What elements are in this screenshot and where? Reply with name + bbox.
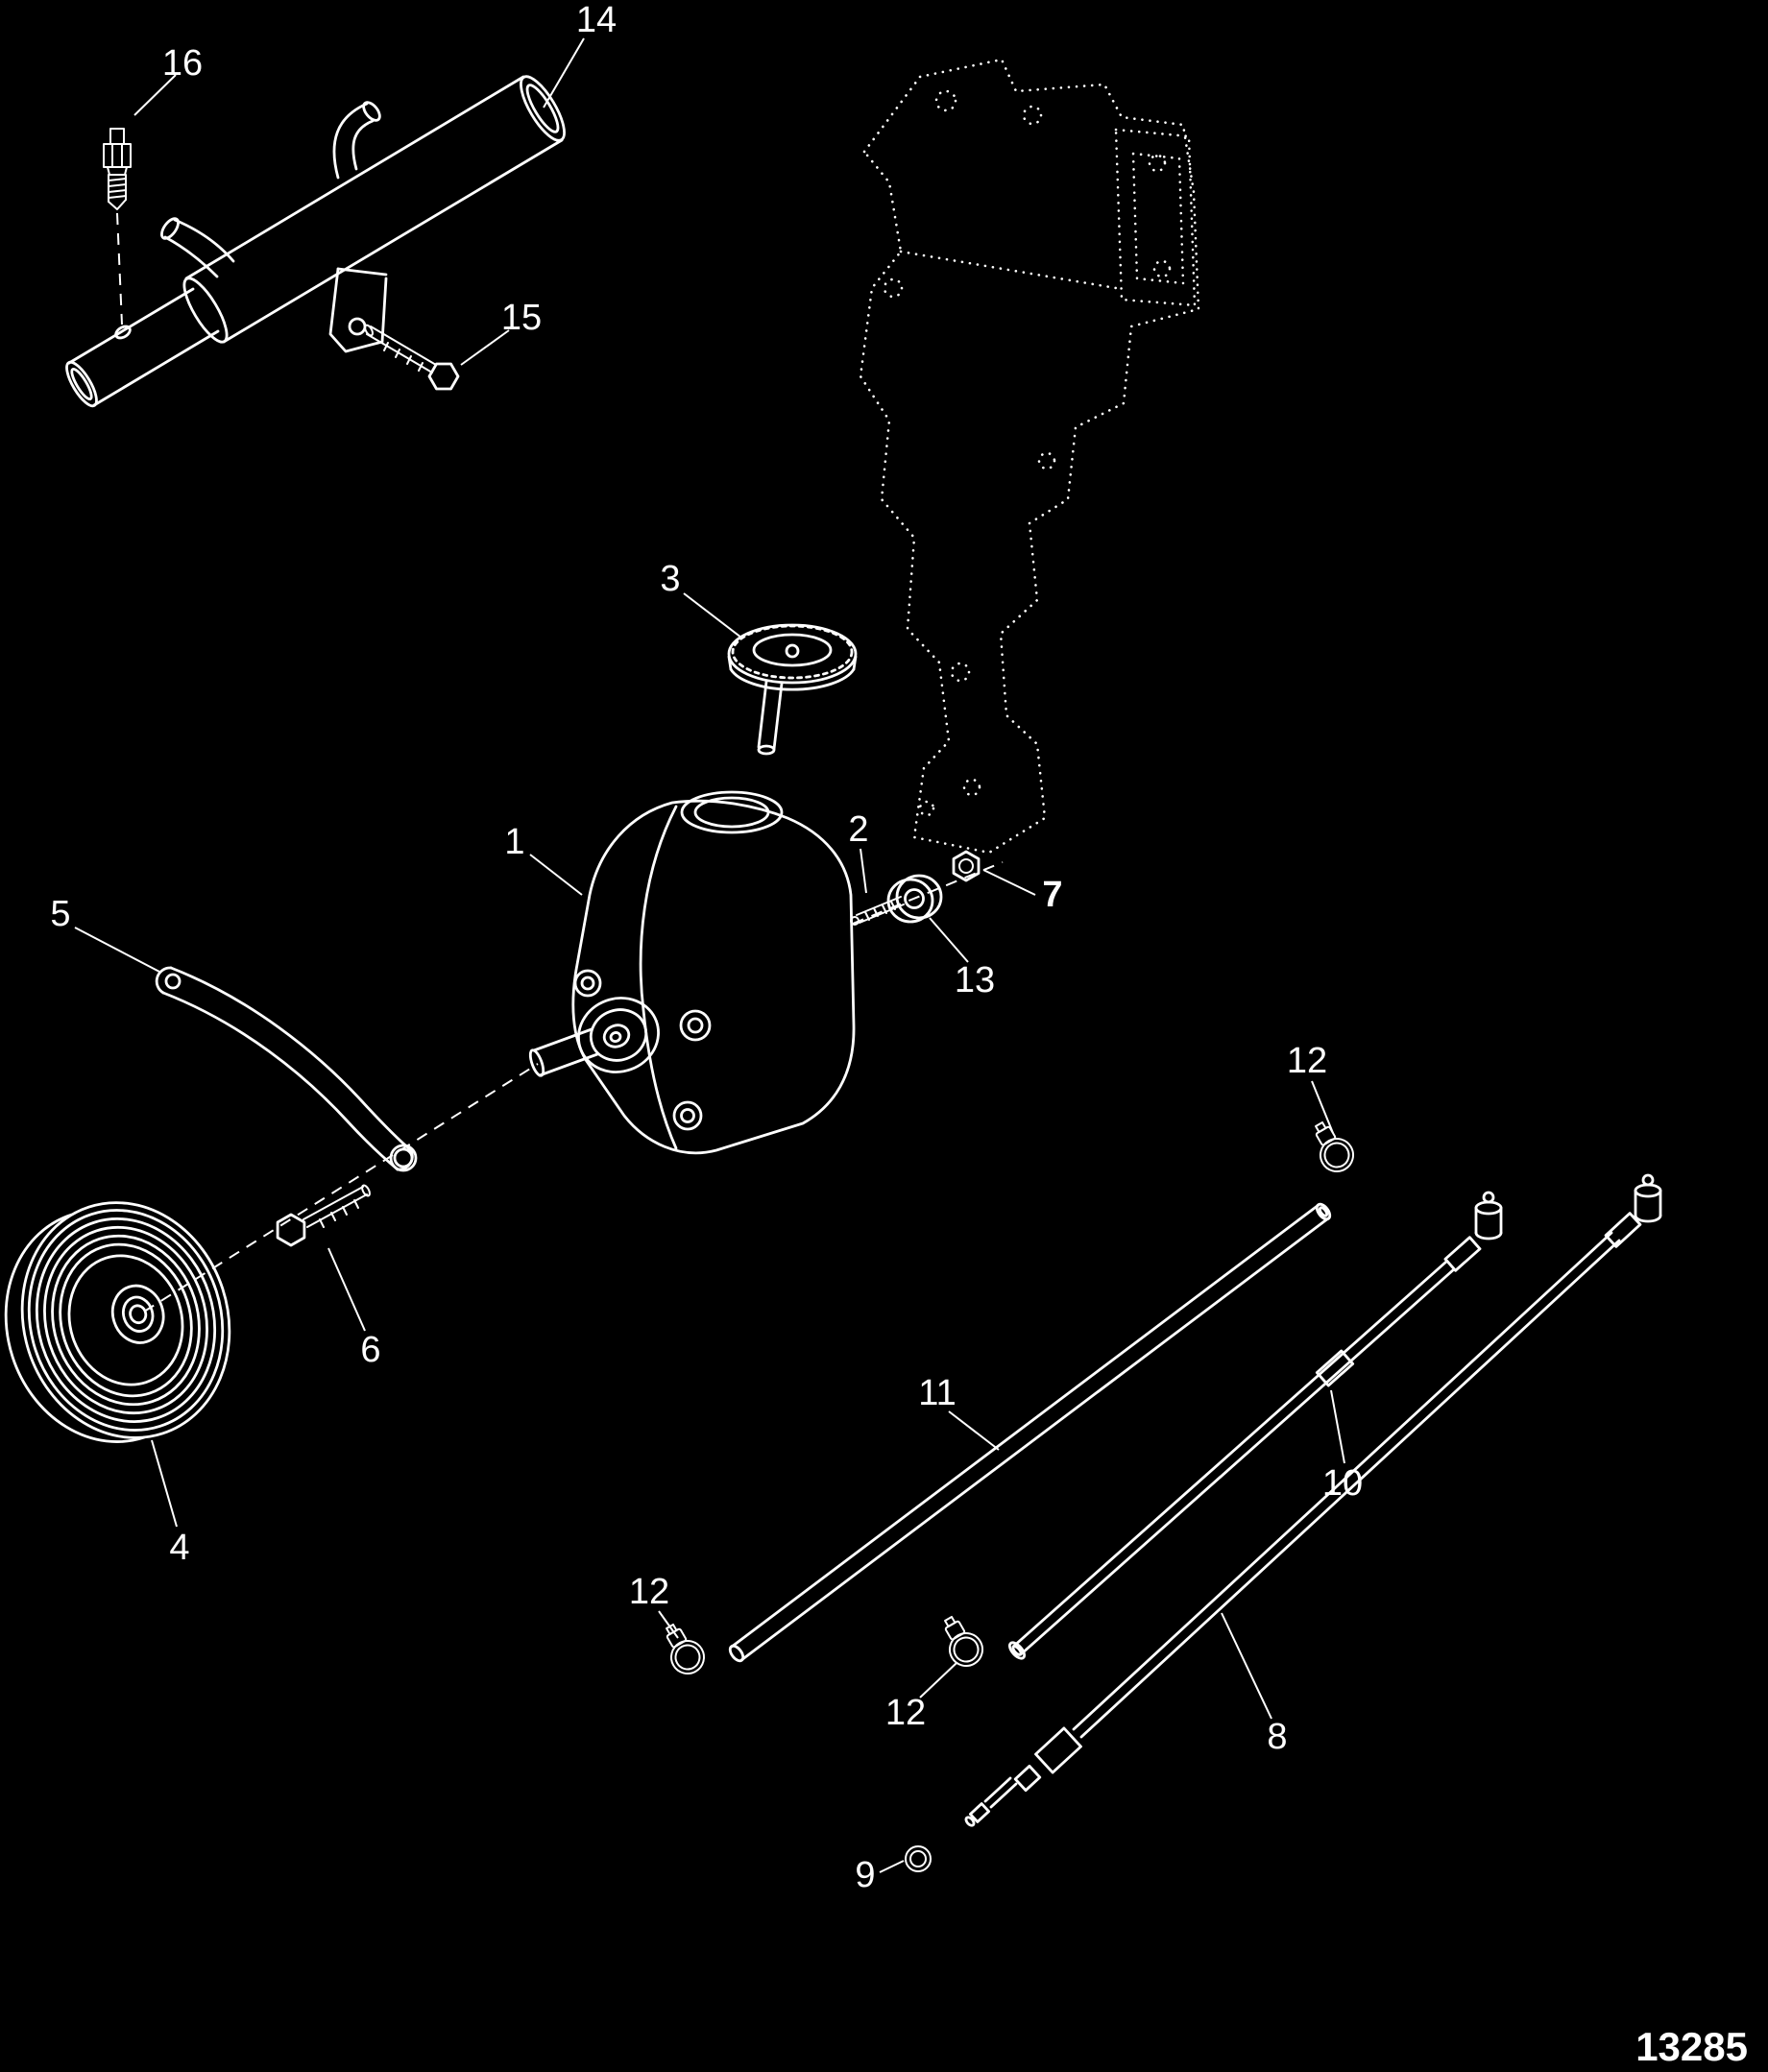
- callout-3: 3: [660, 559, 680, 599]
- pulley-alignment-dashed-line: [143, 1063, 539, 1313]
- callout-11: 11: [918, 1373, 956, 1413]
- callout-5: 5: [50, 894, 70, 934]
- part-power-steering-pump: [528, 790, 856, 1155]
- part-stud: [850, 896, 905, 926]
- callout-9: 9: [855, 1855, 875, 1895]
- callout-15: 15: [501, 298, 542, 338]
- part-hose-8: [964, 1173, 1662, 1827]
- part-hose-clamp-a: [1315, 1120, 1354, 1172]
- part-hose-clamp-b: [666, 1623, 705, 1674]
- stud-alignment-dashed-line: [852, 861, 1004, 925]
- ghost-manifold-outline: [859, 58, 1200, 855]
- part-o-ring: [905, 1845, 932, 1872]
- callout-4: 4: [169, 1528, 189, 1568]
- part-nut: [952, 850, 981, 882]
- callout-1: 1: [504, 822, 524, 862]
- part-hose-10: [1007, 1191, 1503, 1660]
- callout-16: 16: [162, 43, 203, 84]
- callout-6: 6: [360, 1330, 380, 1370]
- callout-leader-lines: [74, 37, 1345, 1873]
- part-fluid-cooler: [65, 75, 566, 408]
- part-tube-11: [728, 1202, 1332, 1663]
- callout-12-c: 12: [885, 1693, 926, 1733]
- callout-10: 10: [1322, 1463, 1363, 1504]
- callout-13: 13: [955, 960, 995, 1000]
- callout-7: 7: [1042, 875, 1062, 915]
- callout-labels: 16 14 15 3 1 2 7 13 5 6 4 12 11 10 12 12…: [50, 0, 1363, 1895]
- callout-14: 14: [576, 0, 617, 40]
- callout-8: 8: [1267, 1717, 1287, 1757]
- figure-number: 13285: [1635, 2024, 1748, 2069]
- part-bolt-15: [364, 324, 460, 391]
- part-hose-clamp-c: [944, 1615, 983, 1667]
- part-bolt-6: [276, 1184, 371, 1247]
- part-brace: [155, 966, 418, 1172]
- fitting-alignment-dashed-line: [116, 212, 123, 325]
- callout-2: 2: [848, 809, 868, 850]
- part-fitting-sender: [103, 128, 132, 210]
- callout-12-b: 12: [629, 1572, 669, 1612]
- part-spacer: [886, 874, 943, 924]
- callout-12-a: 12: [1287, 1041, 1327, 1081]
- part-reservoir-cap: [727, 623, 858, 756]
- part-pulley: [4, 1201, 231, 1443]
